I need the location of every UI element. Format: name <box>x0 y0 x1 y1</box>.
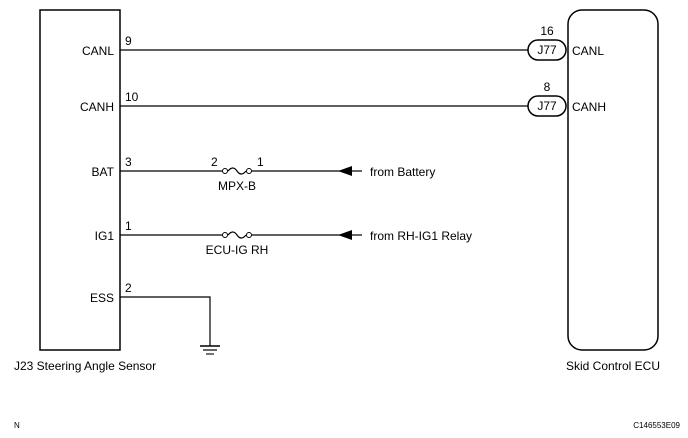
steering-angle-sensor-box <box>39 9 121 351</box>
pin-label-canh: CANH <box>80 100 114 114</box>
skid-control-ecu-box <box>567 9 659 351</box>
pin-label-ess: ESS <box>90 291 114 305</box>
ecu-ig-rh-fuse-label: ECU-IG RH <box>206 243 269 257</box>
from-battery-arrow-icon <box>338 166 352 176</box>
j77-label-canh: J77 <box>537 99 557 113</box>
pin-number-ess: 2 <box>125 281 132 295</box>
ground-icon <box>200 345 220 355</box>
pin-number-bat: 3 <box>125 155 132 169</box>
ecu-ig-rh-fuse-icon <box>222 231 252 239</box>
pin-label-ig1: IG1 <box>95 229 115 243</box>
from-rh-ig1-relay-arrow-icon <box>338 230 352 240</box>
pin-label-canl: CANL <box>82 44 114 58</box>
mpx-b-pin-right: 1 <box>257 155 264 169</box>
j77-label-canl: J77 <box>537 43 557 57</box>
ecu-pin-label-canl: CANL <box>572 44 604 58</box>
mpx-b-fuse-icon <box>222 167 252 175</box>
j77-connector-canl: J77 <box>527 39 567 61</box>
steering-angle-sensor-name: J23 Steering Angle Sensor <box>14 359 156 373</box>
footer-figure-id: C146553E09 <box>633 421 680 430</box>
from-rh-ig1-relay-label: from RH-IG1 Relay <box>370 229 472 243</box>
ess-wire <box>120 296 211 346</box>
skid-control-ecu-name: Skid Control ECU <box>566 359 660 373</box>
pin-label-bat: BAT <box>92 165 115 179</box>
pin-number-canh: 10 <box>125 90 139 104</box>
ecu-pin-label-canh: CANH <box>572 100 606 114</box>
mpx-b-pin-left: 2 <box>211 155 218 169</box>
ecu-pin-number-canh: 8 <box>544 80 551 94</box>
pin-number-canl: 9 <box>125 34 132 48</box>
j77-connector-canh: J77 <box>527 95 567 117</box>
ecu-pin-number-canl: 16 <box>540 24 554 38</box>
mpx-b-fuse-label: MPX-B <box>218 179 256 193</box>
footer-left-code: N <box>14 421 20 430</box>
pin-number-ig1: 1 <box>125 219 132 233</box>
from-battery-label: from Battery <box>370 165 435 179</box>
